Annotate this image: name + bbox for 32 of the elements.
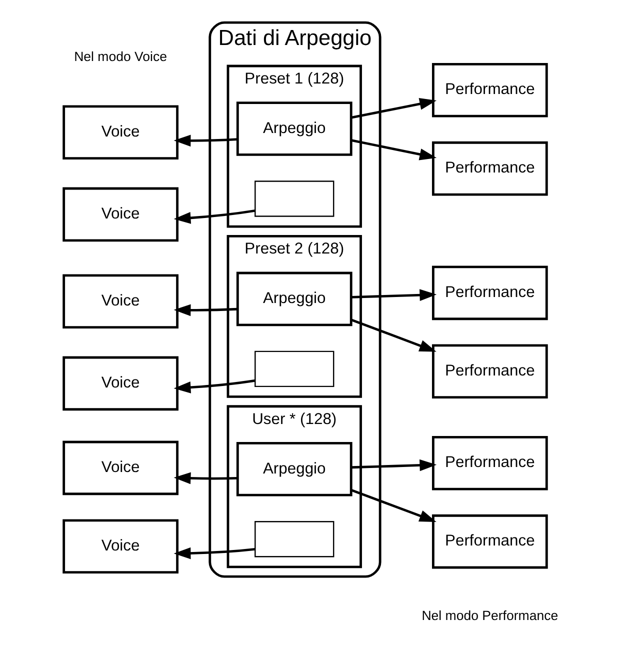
node-box: Performance xyxy=(431,62,548,118)
node-box: Performance xyxy=(431,436,548,490)
arrow xyxy=(173,134,237,147)
node-box: Voice xyxy=(62,105,178,160)
node-box: Performance xyxy=(431,266,548,320)
arrow xyxy=(173,472,237,484)
arrow xyxy=(350,318,436,352)
arrow xyxy=(350,139,436,160)
node-box: Arpeggio xyxy=(236,272,352,326)
node-box xyxy=(254,521,334,558)
arrow xyxy=(173,547,255,560)
arrow xyxy=(350,289,436,301)
node-box xyxy=(254,180,334,217)
arrow xyxy=(350,459,436,472)
label: Nel modo Performance xyxy=(421,608,558,623)
node-box: Arpeggio xyxy=(236,102,352,156)
arrow xyxy=(173,304,237,316)
node-box: Performance xyxy=(431,514,548,569)
node-box: Voice xyxy=(62,519,178,574)
node-box: Voice xyxy=(62,274,178,329)
arrow xyxy=(173,210,255,224)
node-box xyxy=(254,350,334,388)
node-box: Performance xyxy=(431,141,548,196)
node-box: Voice xyxy=(62,440,178,496)
arrow xyxy=(350,488,436,522)
label: Nel modo Voice xyxy=(74,48,167,64)
node-box: Voice xyxy=(62,187,178,242)
node-box: Performance xyxy=(431,344,548,399)
arrow xyxy=(173,379,255,394)
node-box: Voice xyxy=(62,356,178,411)
node-box: Arpeggio xyxy=(236,442,352,496)
arrow xyxy=(350,98,436,119)
